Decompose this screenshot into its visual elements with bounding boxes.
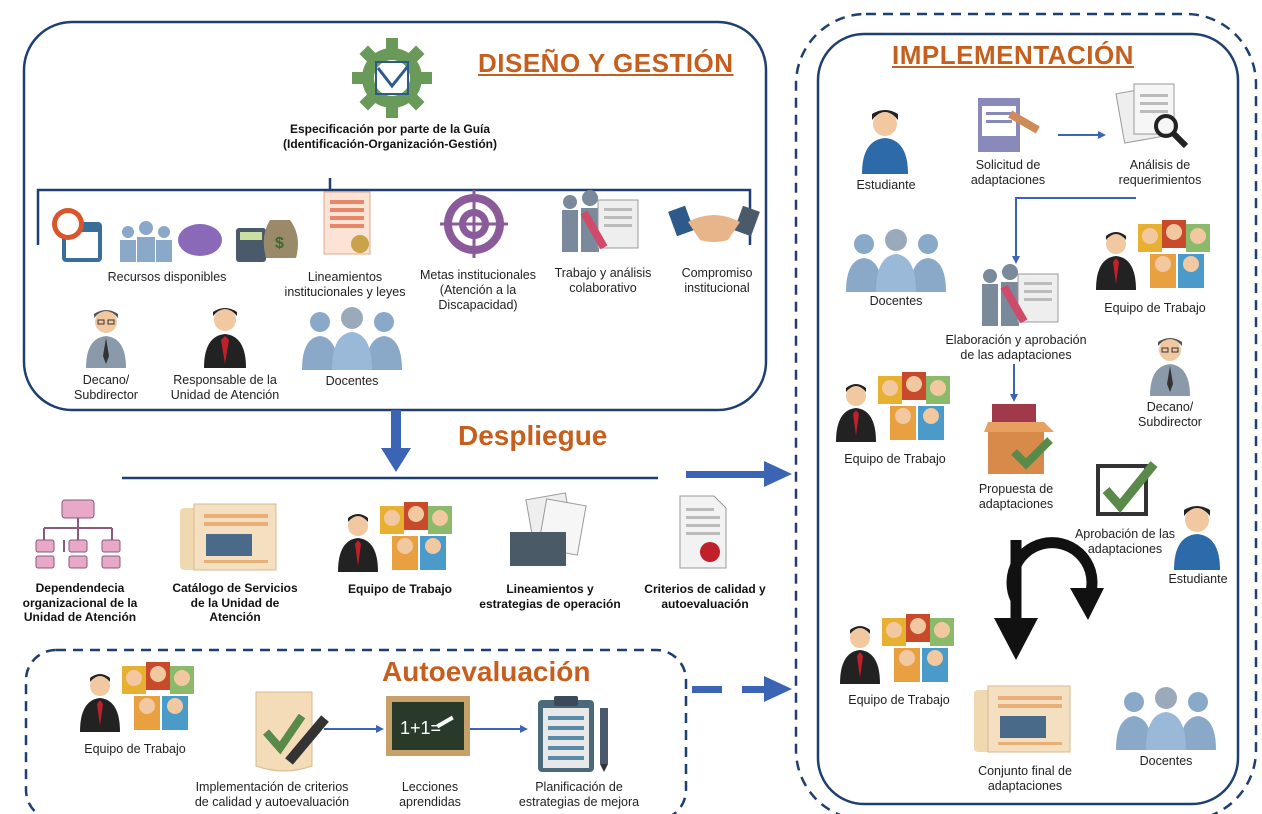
team-icon (1096, 220, 1210, 290)
improvement-label: Planificación de estrategias de mejora (518, 780, 640, 809)
checkbox-icon (1096, 461, 1158, 516)
implementation-inner-box (816, 32, 1240, 806)
request-form-icon (978, 98, 1040, 152)
dean-icon (1150, 338, 1190, 396)
teachers-label-impl-1: Docentes (869, 294, 923, 308)
analysis-label: Análisis de requerimientos (1118, 158, 1202, 187)
quality-label: Criterios de calidad y autoevaluación (644, 582, 766, 611)
team-icon (80, 662, 194, 732)
catalog-icon (974, 685, 1071, 753)
selfeval-title: Autoevaluación (382, 656, 591, 687)
team-label-impl-2: Equipo de Trabajo (844, 452, 946, 466)
guidelines-ops-label: Lineamientos y estrategias de operación (479, 582, 621, 611)
implementation-outer-box (794, 12, 1258, 814)
team-icon (338, 502, 452, 572)
catalog-icon (180, 503, 277, 571)
resources-label: Recursos disponibles (107, 270, 227, 284)
collaboration-icon (982, 264, 1059, 326)
proposal-label: Propuesta de adaptaciones (978, 482, 1054, 511)
down-arrow (381, 448, 411, 472)
target-icon (440, 190, 508, 258)
dean-icon (86, 310, 126, 368)
teachers-icon (1116, 687, 1216, 750)
team-icon (840, 614, 954, 684)
final-set-label: Conjunto final de adaptaciones (978, 764, 1072, 793)
implementation-criteria-label: Implementación de criterios de calidad y… (194, 780, 350, 809)
handshake-icon (668, 205, 760, 242)
student-label-1: Estudiante (856, 178, 916, 192)
deployment-title: Despliegue (458, 420, 608, 451)
documents-folder-icon (510, 492, 587, 566)
implementation-title: IMPLEMENTACIÓN (892, 40, 1134, 70)
elaboration-label: Elaboración y aprobación de las adaptaci… (945, 333, 1087, 362)
gear-icon (352, 38, 432, 118)
magnifier-docs-icon (1115, 83, 1189, 149)
team-label-impl-3: Equipo de Trabajo (848, 693, 950, 707)
design-title: DISEÑO Y GESTIÓN (478, 48, 734, 78)
right-arrow-top (764, 461, 792, 487)
collaboration-icon (562, 190, 639, 252)
selfeval-box (24, 648, 688, 814)
collab-label: Trabajo y análisis colaborativo (554, 266, 652, 295)
svg-text:1+1=: 1+1= (400, 718, 441, 738)
svg-text:$: $ (275, 235, 284, 252)
goals-label: Metas institucionales (Atención a la Dis… (419, 268, 537, 312)
manager-icon (204, 308, 246, 368)
spec-line-2: (Identificación-Organización-Gestión) (282, 137, 497, 151)
team-icon (836, 372, 950, 442)
quality-certificate-icon (679, 495, 727, 569)
guidelines-label: Lineamientos institucionales y leyes (284, 270, 406, 299)
student-icon (1174, 506, 1220, 570)
team-label-deploy: Equipo de Trabajo (347, 582, 452, 596)
commitment-label: Compromiso institucional (681, 266, 753, 295)
cycle-arrows-icon (994, 537, 1104, 660)
catalog-label: Catálogo de Servicios de la Unidad de At… (172, 581, 298, 624)
teachers-label: Docentes (325, 374, 379, 388)
box-check-icon (984, 404, 1054, 474)
student-icon (862, 110, 908, 174)
teachers-icon (302, 307, 402, 370)
student-label-2: Estudiante (1168, 572, 1228, 586)
request-label: Solicitud de adaptaciones (970, 158, 1046, 187)
dean-label: Decano/ Subdirector (74, 373, 138, 402)
right-arrow-bottom (764, 676, 792, 702)
certificate-icon (323, 191, 371, 255)
approval-label: Aprobación de las adaptaciones (1074, 527, 1176, 556)
teachers-icon (846, 229, 946, 292)
org-chart-icon (35, 499, 121, 569)
team-label-impl-1: Equipo de Trabajo (1104, 301, 1206, 315)
clipboard-icon (538, 696, 608, 772)
blackboard-icon: 1+1= (386, 696, 470, 756)
spec-line-1: Especificación por parte de la Guía (289, 122, 491, 136)
dean-label-impl: Decano/ Subdirector (1138, 400, 1202, 429)
teachers-label-impl-2: Docentes (1139, 754, 1193, 768)
org-label: Dependendecia organizacional de la Unida… (22, 581, 138, 624)
resources-icon: $ (52, 208, 298, 262)
checklist-pen-icon (255, 691, 329, 772)
lessons-label: Lecciones aprendidas (399, 780, 461, 809)
team-label-eval: Equipo de Trabajo (84, 742, 186, 756)
manager-label: Responsable de la Unidad de Atención (170, 373, 280, 402)
